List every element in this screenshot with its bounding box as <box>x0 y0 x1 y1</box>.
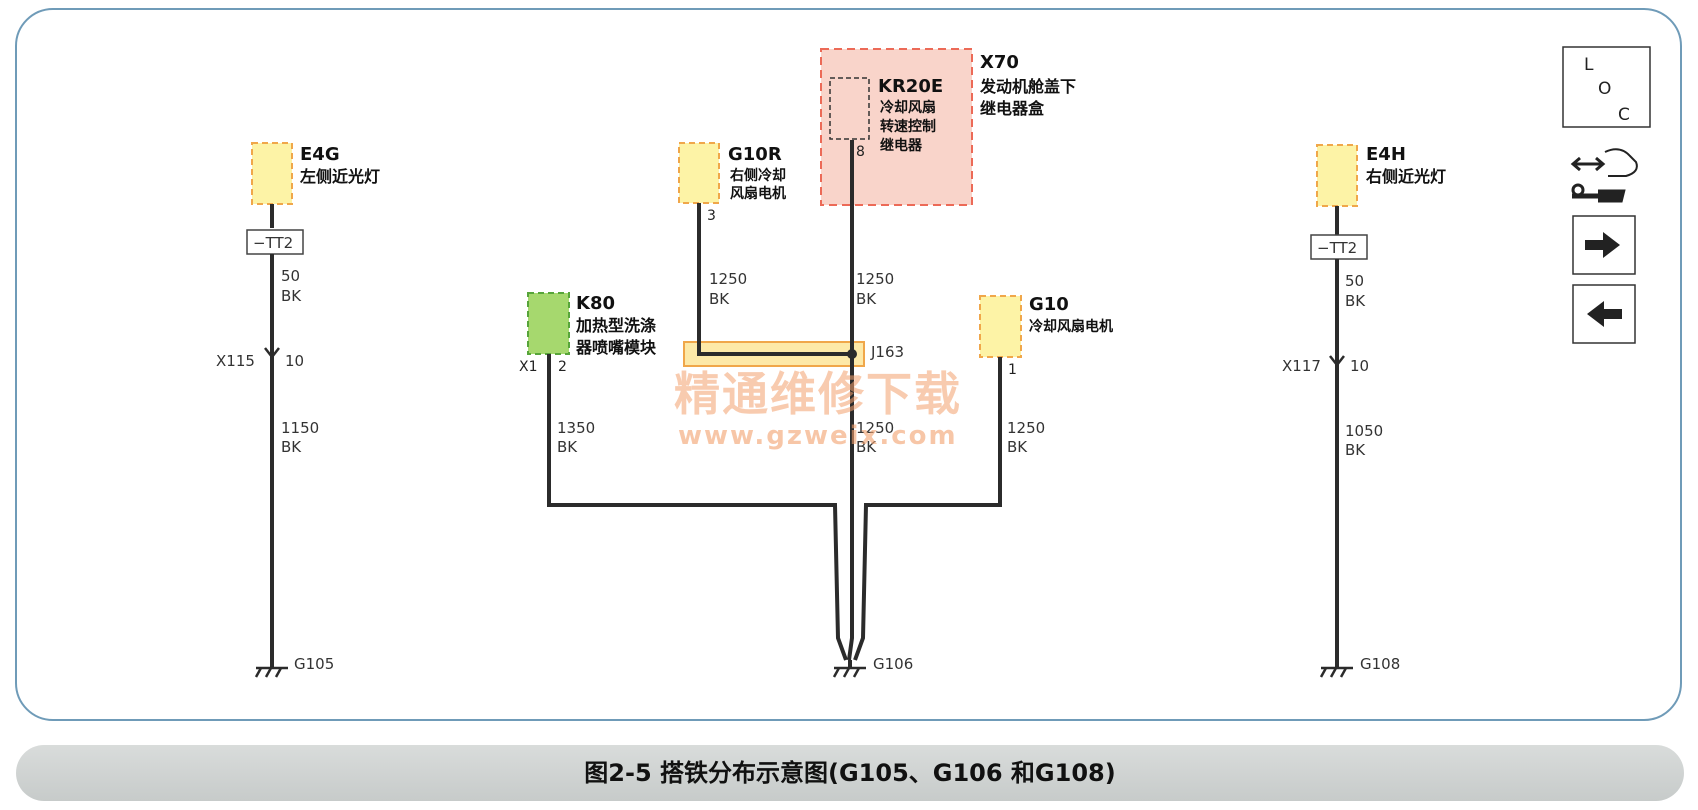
kr20e-name-line1: 冷却风扇 <box>880 99 936 116</box>
caption-bar: 图2-5 搭铁分布示意图(G105、G106 和G108) <box>16 745 1684 801</box>
g10-component <box>979 295 1022 358</box>
x70-code: X70 <box>980 52 1019 73</box>
k80-wire-color: BK <box>557 438 578 456</box>
k80-pin: 2 <box>558 359 567 375</box>
g106-circuit: G10R 右侧冷却 风扇电机 3 1250 BK X70 发动机舱盖下 继电器盒… <box>519 48 1113 678</box>
g10r-wire-size: 1250 <box>709 270 747 288</box>
kr20e-name-line2: 转速控制 <box>880 118 936 135</box>
x115-wire-color: BK <box>281 438 302 456</box>
g10-pin: 1 <box>1008 362 1017 378</box>
e4g-name: 左侧近光灯 <box>299 167 380 186</box>
figure-caption: 图2-5 搭铁分布示意图(G105、G106 和G108) <box>584 759 1116 787</box>
x115-wire-size: 1150 <box>281 419 319 437</box>
g106-wires <box>547 140 1002 668</box>
e4g-wire-size: 50 <box>281 267 300 285</box>
e4h-circuit: E4H 右侧近光灯 −TT2 50 BK X117 10 1050 BK G10… <box>1282 144 1446 678</box>
kr20e-name-line3: 继电器 <box>880 137 923 154</box>
e4g-component <box>251 142 293 205</box>
kr20e-wire-size: 1250 <box>856 270 894 288</box>
j163-label: J163 <box>870 343 904 361</box>
left-arrow-icon <box>1587 301 1622 327</box>
g108-label: G108 <box>1360 655 1400 673</box>
kr20e-wire-color: BK <box>856 290 877 308</box>
e4h-wire-size: 50 <box>1345 272 1364 290</box>
g106-ground-icon <box>832 666 866 678</box>
j163-to-ground-wire <box>847 354 854 661</box>
g10-wire <box>853 357 1002 661</box>
x117-label: X117 <box>1282 357 1321 375</box>
tt2-left-connector <box>246 229 304 255</box>
g106-label: G106 <box>873 655 913 673</box>
x117-wire-size: 1050 <box>1345 422 1383 440</box>
e4g-circuit: E4G 左侧近光灯 −TT2 50 BK X115 10 1150 BK G10… <box>216 142 380 678</box>
e4h-name: 右侧近光灯 <box>1366 167 1446 186</box>
next-page-button[interactable] <box>1572 215 1636 275</box>
g108-ground-icon <box>1319 666 1353 678</box>
k80-code: K80 <box>576 293 615 314</box>
connector-tool-icon[interactable] <box>1570 148 1638 203</box>
g10-code: G10 <box>1029 294 1069 315</box>
g10r-wire <box>697 203 852 356</box>
right-arrow-icon <box>1585 232 1620 258</box>
loc-button[interactable]: L O C <box>1562 46 1651 128</box>
k80-connector: X1 <box>519 359 538 375</box>
g10r-wire-color: BK <box>709 290 730 308</box>
x70-name-line1: 发动机舱盖下 <box>979 77 1076 96</box>
j163-splice-dot <box>847 349 857 359</box>
tt2-right-label: −TT2 <box>1317 239 1357 257</box>
e4g-wire-color: BK <box>281 287 302 305</box>
e4h-wire-color: BK <box>1345 292 1366 310</box>
x70-name-line2: 继电器盒 <box>980 99 1045 118</box>
g10r-name-line2: 风扇电机 <box>730 185 786 202</box>
tt2-left-label: −TT2 <box>253 234 293 252</box>
k80-component <box>527 292 570 355</box>
g10r-code: G10R <box>728 144 782 165</box>
j163-wire-size: 1250 <box>856 419 894 437</box>
k80-wire <box>547 354 848 661</box>
g10r-name-line1: 右侧冷却 <box>729 167 786 184</box>
g105-label: G105 <box>294 655 334 673</box>
loc-letter-l: L <box>1584 55 1594 75</box>
k80-name-line2: 器喷嘴模块 <box>575 338 657 357</box>
g10-name: 冷却风扇电机 <box>1029 318 1113 335</box>
g105-ground-icon <box>254 666 288 678</box>
x117-pin: 10 <box>1350 357 1369 375</box>
x115-pin: 10 <box>285 352 304 370</box>
x115-label: X115 <box>216 352 255 370</box>
e4h-code: E4H <box>1366 144 1406 165</box>
loc-letter-o: O <box>1598 79 1611 99</box>
x117-wire-color: BK <box>1345 441 1366 459</box>
watermark-title: 精通维修下载 <box>674 367 962 421</box>
previous-page-button[interactable] <box>1572 284 1636 344</box>
side-panel: L O C <box>1562 46 1651 344</box>
g10-wire-color: BK <box>1007 438 1028 456</box>
e4g-code: E4G <box>300 144 340 165</box>
x70-relay-box <box>820 48 973 206</box>
x115-connector-mark <box>264 347 280 360</box>
kr20e-code: KR20E <box>878 76 943 97</box>
g10-wire-size: 1250 <box>1007 419 1045 437</box>
loc-letter-c: C <box>1618 105 1630 125</box>
kr20e-relay <box>829 77 870 140</box>
j163-wire-color: BK <box>856 438 877 456</box>
kr20e-pin: 8 <box>856 144 865 160</box>
k80-name-line1: 加热型洗涤 <box>575 316 656 335</box>
g10r-component <box>678 142 720 204</box>
watermark-url: www.gzweix.com <box>678 421 958 451</box>
k80-wire-size: 1350 <box>557 419 595 437</box>
g10r-pin: 3 <box>707 208 716 224</box>
e4h-component <box>1316 144 1358 207</box>
x117-connector-mark <box>1329 355 1345 368</box>
